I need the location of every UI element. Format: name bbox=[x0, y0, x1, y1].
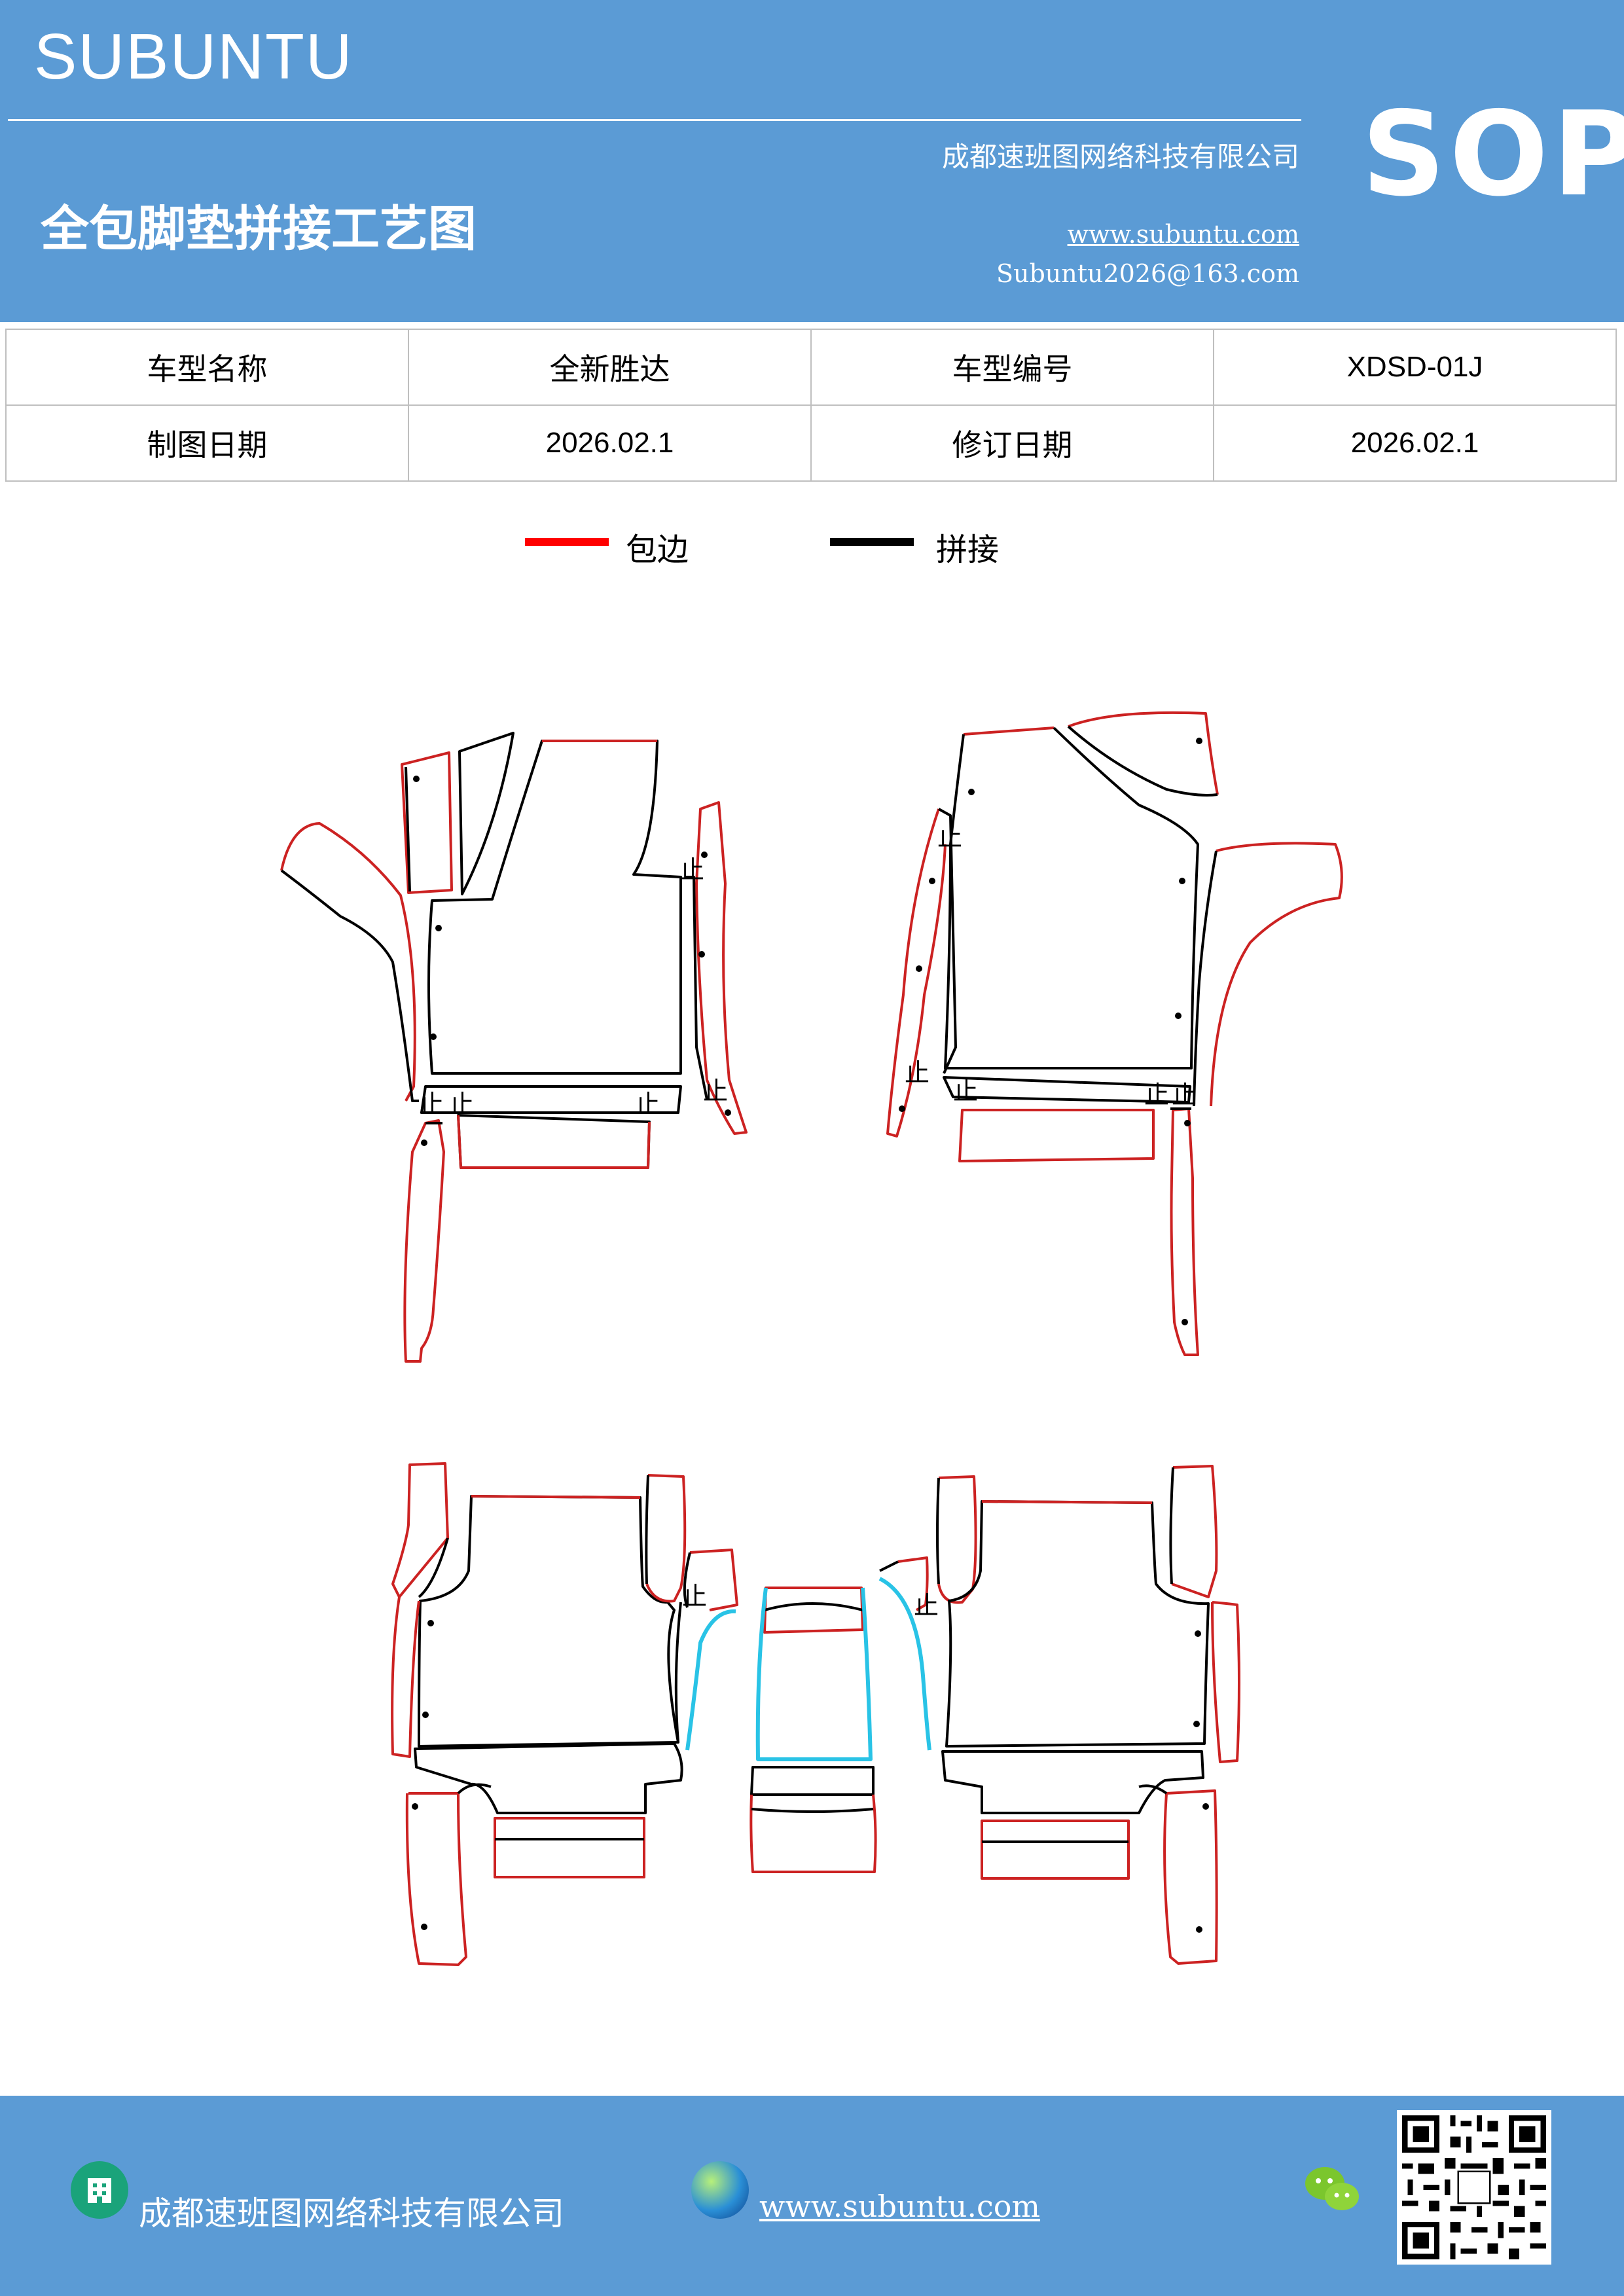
stop-mark: 止 bbox=[914, 1591, 939, 1620]
stop-mark: 止 bbox=[635, 1090, 660, 1119]
legend-label-edge: 包边 bbox=[626, 531, 689, 568]
footer-website-link[interactable]: www.subuntu.com bbox=[759, 2189, 1041, 2224]
label-model-code: 车型编号 bbox=[810, 329, 1214, 406]
mat-front-left: 止 止 止 止 止 bbox=[280, 732, 748, 1363]
globe-icon bbox=[691, 2161, 749, 2219]
legend-swatch-edge bbox=[525, 538, 609, 546]
legend-label-stitch: 拼接 bbox=[936, 531, 1000, 568]
header-email: Subuntu2026@163.com bbox=[996, 259, 1299, 288]
header-banner: SUBUNTU SOP 成都速班图网络科技有限公司 全包脚垫拼接工艺图 www.… bbox=[0, 0, 1624, 322]
sop-label: SOP bbox=[1362, 86, 1624, 222]
mat-rear-right bbox=[936, 1465, 1240, 1965]
header-divider bbox=[8, 119, 1301, 121]
mat-rear-left bbox=[391, 1462, 687, 1966]
footer-banner: 成都速班图网络科技有限公司 www.subuntu.com bbox=[0, 2096, 1624, 2296]
value-model-name: 全新胜达 bbox=[408, 329, 812, 406]
table-row: 车型名称 全新胜达 车型编号 XDSD-01J bbox=[5, 329, 1617, 406]
stop-mark: 止 bbox=[937, 823, 962, 852]
stop-mark: 止 bbox=[703, 1077, 728, 1105]
table-row: 制图日期 2026.02.1 修订日期 2026.02.1 bbox=[5, 404, 1617, 482]
mat-front-right: 止 止 止 止 止 bbox=[886, 711, 1343, 1356]
wechat-icon[interactable] bbox=[1303, 2161, 1360, 2219]
info-table: 车型名称 全新胜达 车型编号 XDSD-01J 制图日期 2026.02.1 修… bbox=[5, 329, 1617, 482]
legend: 包边 拼接 bbox=[0, 524, 1624, 576]
stop-mark: 止 bbox=[682, 1582, 707, 1611]
footer-company-name: 成都速班图网络科技有限公司 bbox=[139, 2195, 564, 2233]
value-revision-date: 2026.02.1 bbox=[1213, 404, 1617, 482]
stop-mark: 止 bbox=[953, 1077, 978, 1105]
label-draw-date: 制图日期 bbox=[5, 404, 409, 482]
stop-mark: 止 bbox=[449, 1090, 474, 1119]
stop-mark: 止 bbox=[1144, 1081, 1169, 1109]
stop-mark: 止 bbox=[419, 1090, 444, 1119]
building-icon bbox=[71, 2161, 128, 2219]
page-title: 全包脚垫拼接工艺图 bbox=[41, 201, 477, 257]
header-company-name: 成都速班图网络科技有限公司 bbox=[941, 141, 1299, 173]
value-model-code: XDSD-01J bbox=[1213, 329, 1617, 406]
label-model-name: 车型名称 bbox=[5, 329, 409, 406]
legend-swatch-stitch bbox=[830, 538, 914, 546]
label-revision-date: 修订日期 bbox=[810, 404, 1214, 482]
header-website-link[interactable]: www.subuntu.com bbox=[1067, 220, 1299, 249]
value-draw-date: 2026.02.1 bbox=[408, 404, 812, 482]
mat-rear-center: 止 止 bbox=[682, 1549, 939, 1873]
brand-logo-text: SUBUNTU bbox=[34, 20, 353, 92]
qr-code[interactable] bbox=[1397, 2110, 1551, 2265]
stop-mark: 止 bbox=[905, 1058, 929, 1087]
stop-mark: 止 bbox=[1172, 1081, 1197, 1109]
stop-mark: 止 bbox=[679, 855, 704, 884]
